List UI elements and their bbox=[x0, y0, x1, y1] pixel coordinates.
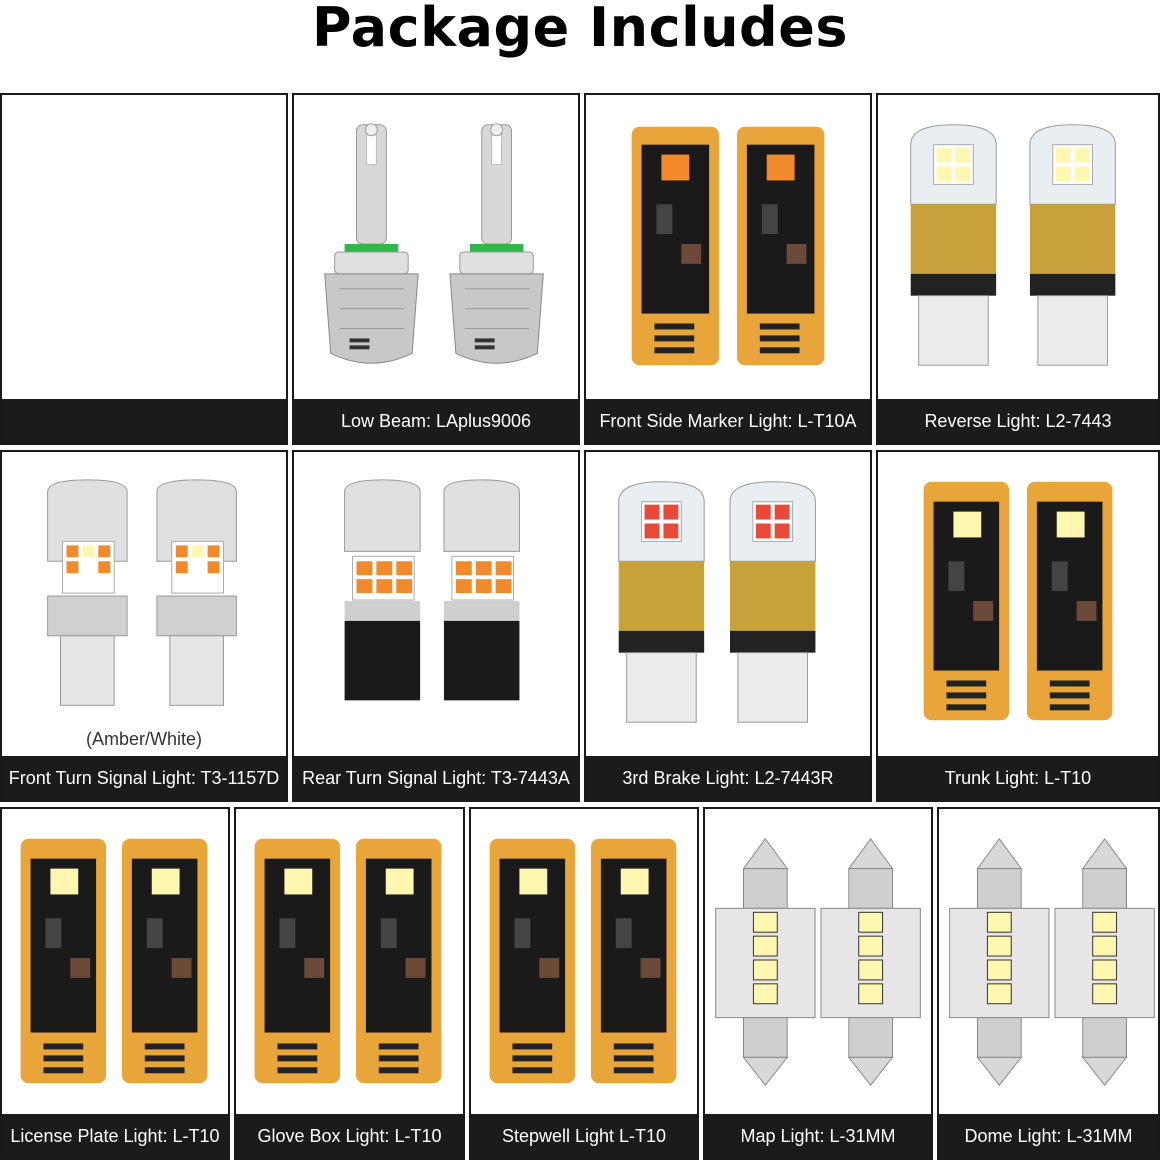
wedge-bulb-white-icon bbox=[471, 809, 697, 1114]
product-caption: License Plate Light: L-T10 bbox=[2, 1114, 228, 1158]
product-card-dome-light: Dome Light: L-31MM bbox=[937, 807, 1160, 1160]
gold-bulb-white-icon bbox=[878, 95, 1158, 399]
product-card-3rd-brake: 3rd Brake Light: L2-7443R bbox=[584, 450, 872, 802]
headlight-bulb-icon bbox=[294, 95, 578, 399]
page-title: Package Includes bbox=[312, 0, 848, 59]
product-caption bbox=[2, 399, 286, 443]
festoon-bulb-icon bbox=[705, 809, 931, 1114]
product-caption: Front Side Marker Light: L-T10A bbox=[586, 399, 870, 443]
festoon-bulb-icon bbox=[939, 809, 1158, 1114]
product-card-glove-box: Glove Box Light: L-T10 bbox=[234, 807, 465, 1160]
product-card-license-plate: License Plate Light: L-T10 bbox=[0, 807, 230, 1160]
product-caption: Front Turn Signal Light: T3-1157D bbox=[2, 756, 286, 800]
product-card-stepwell: Stepwell Light L-T10 bbox=[469, 807, 699, 1160]
product-caption: Map Light: L-31MM bbox=[705, 1114, 931, 1158]
product-card-trunk: Trunk Light: L-T10 bbox=[876, 450, 1160, 802]
wedge-bulb-white-icon bbox=[878, 452, 1158, 756]
product-card-front-turn-signal: (Amber/White) Front Turn Signal Light: T… bbox=[0, 450, 288, 802]
product-card-blank bbox=[0, 93, 288, 445]
wedge-bulb-white-icon bbox=[2, 809, 228, 1114]
wedge-bulb-white-icon bbox=[236, 809, 463, 1114]
wedge-socket-bulb-icon bbox=[294, 452, 578, 756]
color-note: (Amber/White) bbox=[85, 729, 202, 749]
product-caption: Rear Turn Signal Light: T3-7443A bbox=[294, 756, 578, 800]
wedge-bulb-amber-icon bbox=[586, 95, 870, 399]
product-card-rear-turn-signal: Rear Turn Signal Light: T3-7443A bbox=[292, 450, 580, 802]
product-caption: Stepwell Light L-T10 bbox=[471, 1114, 697, 1158]
bayonet-bulb-icon bbox=[2, 452, 286, 756]
product-card-low-beam: Low Beam: LAplus9006 bbox=[292, 93, 580, 445]
product-caption: Reverse Light: L2-7443 bbox=[878, 399, 1158, 443]
product-caption: Dome Light: L-31MM bbox=[939, 1114, 1158, 1158]
blank-image-area bbox=[2, 95, 286, 399]
product-card-reverse: Reverse Light: L2-7443 bbox=[876, 93, 1160, 445]
product-caption: Trunk Light: L-T10 bbox=[878, 756, 1158, 800]
product-caption: 3rd Brake Light: L2-7443R bbox=[586, 756, 870, 800]
product-caption: Glove Box Light: L-T10 bbox=[236, 1114, 463, 1158]
product-card-front-side-marker: Front Side Marker Light: L-T10A bbox=[584, 93, 872, 445]
gold-bulb-red-icon bbox=[586, 452, 870, 756]
product-card-map-light: Map Light: L-31MM bbox=[703, 807, 933, 1160]
product-caption: Low Beam: LAplus9006 bbox=[294, 399, 578, 443]
